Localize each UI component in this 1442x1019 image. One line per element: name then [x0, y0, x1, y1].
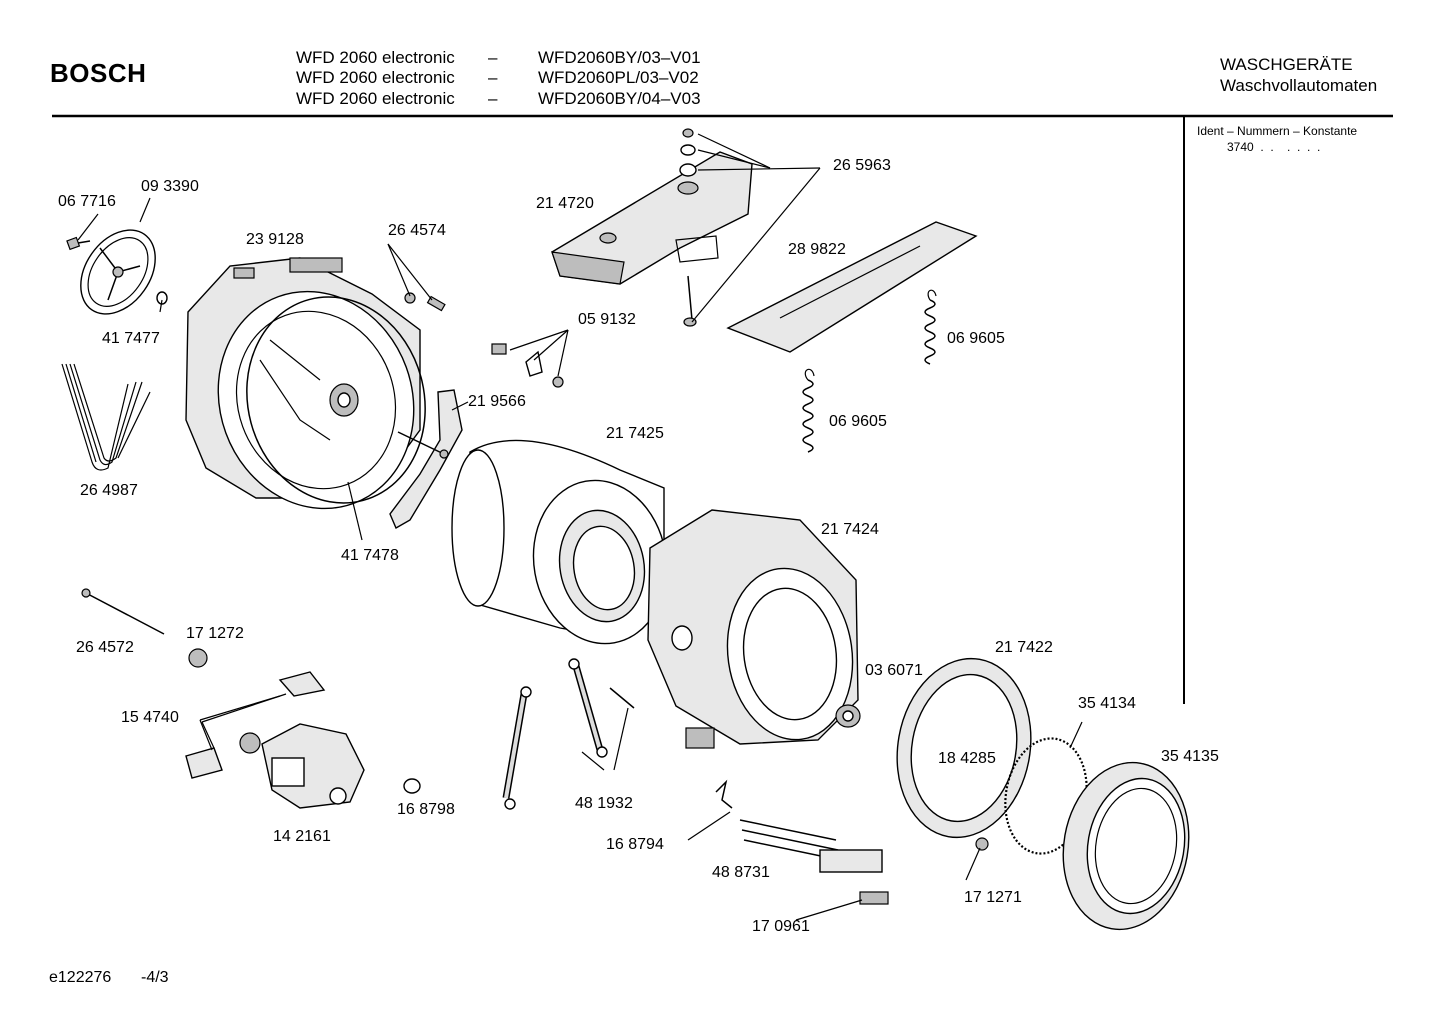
part-label: 16 8798	[397, 801, 455, 818]
model-dash-1: –	[488, 48, 498, 67]
part-label: 28 9822	[788, 241, 846, 258]
rear-tub	[185, 257, 421, 510]
motor-142161	[239, 723, 365, 809]
screw-264574	[404, 292, 446, 312]
part-label: 21 9566	[468, 393, 526, 410]
nut-417477	[156, 291, 168, 305]
part-label: 21 7424	[821, 521, 879, 538]
model-dash-3: –	[488, 89, 498, 108]
part-label: 16 8794	[606, 836, 664, 853]
spring-lower	[802, 368, 815, 453]
leader-lines	[77, 133, 1083, 921]
category-subtitle: Waschvollautomaten	[1220, 76, 1378, 95]
bushing-168798	[403, 778, 421, 794]
category-title: WASCHGERÄTE	[1220, 55, 1353, 74]
part-label: 21 4720	[536, 195, 594, 212]
part-label: 05 9132	[578, 311, 636, 328]
screw-059132	[491, 343, 564, 388]
part-label: 48 1932	[575, 795, 633, 812]
tub-seal-ring	[246, 296, 426, 504]
model-code-2: WFD2060PL/03–V02	[538, 68, 699, 87]
part-label: 21 7425	[606, 425, 664, 442]
part-label: 41 7478	[341, 547, 399, 564]
ident-title: Ident – Nummern – Konstante	[1197, 124, 1358, 138]
part-label: 06 9605	[829, 413, 887, 430]
part-label: 26 4572	[76, 639, 134, 656]
model-code-1: WFD2060BY/03–V01	[538, 48, 701, 67]
nut-171272	[188, 648, 208, 668]
part-label: 23 9128	[246, 231, 304, 248]
washers-265963	[679, 128, 697, 327]
part-label: 15 4740	[121, 709, 179, 726]
part-label: 21 7422	[995, 639, 1053, 656]
page-number: -4/3	[141, 969, 169, 986]
part-label: 48 8731	[712, 864, 770, 881]
part-label: 35 4134	[1078, 695, 1136, 712]
shock-absorber-a	[502, 686, 532, 810]
part-label: 35 4135	[1161, 748, 1219, 765]
shock-absorber-b	[568, 658, 635, 758]
screw-067716	[66, 236, 91, 251]
heater-488731	[715, 779, 889, 905]
part-label: 17 0961	[752, 918, 810, 935]
part-label: 18 4285	[938, 750, 996, 767]
part-label: 14 2161	[273, 828, 331, 845]
brand-logo: BOSCH	[50, 58, 147, 88]
spring-upper	[924, 289, 937, 365]
screw-171271	[975, 837, 989, 851]
support-rail	[726, 221, 978, 353]
drum	[451, 439, 668, 645]
model-code-3: WFD2060BY/04–V03	[538, 89, 701, 108]
front-tub	[647, 509, 859, 749]
model-name-1: WFD 2060 electronic	[296, 48, 455, 67]
ident-value: 3740 . . . . . .	[1227, 140, 1321, 154]
drive-belt	[61, 363, 151, 471]
part-label: 26 4987	[80, 482, 138, 499]
document-id: e122276	[49, 969, 112, 986]
part-label: 17 1271	[964, 889, 1022, 906]
top-bracket	[551, 151, 753, 285]
clip-154740	[185, 671, 326, 779]
part-label: 06 9605	[947, 330, 1005, 347]
part-label: 03 6071	[865, 662, 923, 679]
door-seal	[1062, 761, 1190, 931]
rod-264572	[83, 591, 165, 635]
part-label: 26 4574	[388, 222, 446, 239]
model-dash-2: –	[488, 68, 498, 87]
part-label: 17 1272	[186, 625, 244, 642]
tub-cross	[389, 389, 463, 529]
pulley-part	[80, 229, 156, 315]
part-label: 41 7477	[102, 330, 160, 347]
part-label: 26 5963	[833, 157, 891, 174]
part-label: 06 7716	[58, 193, 116, 210]
part-label: 09 3390	[141, 178, 199, 195]
model-name-2: WFD 2060 electronic	[296, 68, 455, 87]
model-name-3: WFD 2060 electronic	[296, 89, 455, 108]
front-panel-ring	[896, 657, 1032, 839]
